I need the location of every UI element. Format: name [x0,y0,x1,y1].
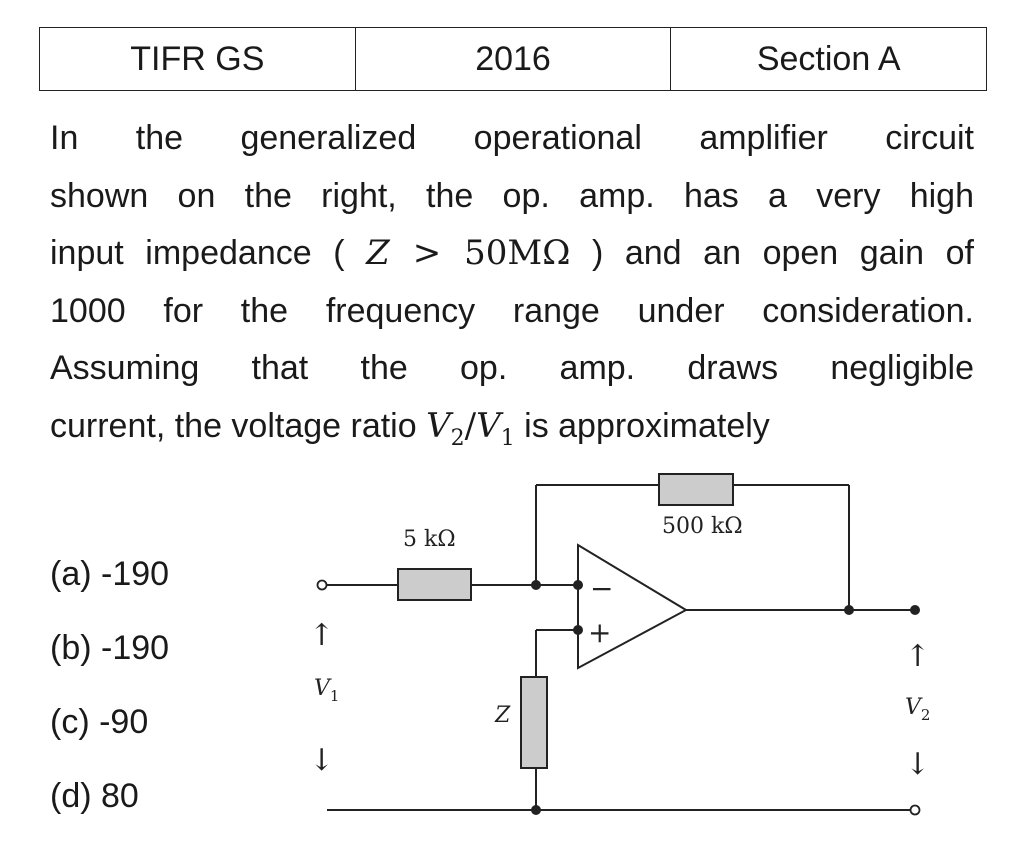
option-b[interactable]: (b) -190 [50,627,169,701]
v1-label-subscript: 1 [330,687,340,705]
output-terminal [910,605,920,615]
question-line-2: shown on the right, the op. amp. has a v… [50,176,974,215]
feedback-resistor-label: 500 kΩ [662,514,743,539]
option-a-label: (a) [50,555,92,593]
v2-down-arrow: ↓ [905,747,930,782]
option-d-value: 80 [91,777,139,815]
ratio-slash: / [464,405,477,446]
v2-subscript: 2 [450,425,465,451]
question-line-4: 1000 for the frequency range under consi… [50,291,974,330]
v2-label-symbol: V [905,695,923,720]
junction-feedback-node [531,580,541,590]
opamp-circuit-diagram: 5 kΩ 500 kΩ Z − + ↑ V1 ↓ ↑ V2 ↓ [309,473,930,816]
exam-header-table: TIFR GS 2016 Section A [39,27,987,91]
option-c[interactable]: (c) -90 [50,701,169,775]
v2-label: V2 [905,695,930,724]
opamp-triangle [577,543,689,670]
feedback-resistor [658,473,734,506]
minus-sign: − [590,572,613,605]
question-line-6-end: is approximately [514,406,770,445]
v1-label-symbol: V [314,676,332,701]
v2-symbol: V [426,405,451,446]
option-b-label: (b) [50,629,92,667]
question-line-1: In the generalized operational amplifier… [50,119,974,157]
option-a[interactable]: (a) -190 [50,553,169,627]
circuit-wires [327,484,915,811]
exam-year-cell: 2016 [356,28,672,90]
answer-options: (a) -190 (b) -190 (c) -90 (d) 80 [50,553,169,849]
question-line-3-start: input impedance ( [50,234,345,272]
option-c-label: (c) [50,703,90,741]
v2-label-subscript: 2 [921,706,931,724]
junction-ground-node [531,805,541,815]
question-line-5: Assuming that the op. amp. draws negligi… [50,349,974,387]
option-c-value: -90 [99,703,149,741]
option-b-value: -190 [101,629,170,667]
input-resistor [397,568,472,601]
inverting-input-dot [573,580,583,590]
option-a-value: -190 [101,555,170,593]
question-line-6: current, the voltage ratio V2/V1 is appr… [50,398,974,456]
v1-symbol: V [476,405,501,446]
impedance-condition: > 50MΩ [389,233,571,273]
ground-impedance-label: Z [494,703,511,728]
exam-section-cell: Section A [756,39,901,78]
question-line-3-end: ) and an open gain of [591,234,974,272]
option-d-label: (d) [50,777,92,815]
noninverting-input-dot [573,625,583,635]
ground-impedance [520,676,548,769]
exam-name-cell: TIFR GS [40,28,356,90]
junction-output-node [844,605,854,615]
option-d[interactable]: (d) 80 [50,775,169,849]
v1-up-arrow: ↑ [309,618,334,653]
question-line-3: input impedance ( Z > 50MΩ ) and an open… [50,225,974,283]
output-ground-terminal [909,804,921,816]
impedance-symbol: Z [366,233,390,273]
input-resistor-label: 5 kΩ [403,527,456,552]
v2-up-arrow: ↑ [905,639,930,674]
v1-down-arrow: ↓ [309,743,334,778]
question-line-6-start: current, the voltage ratio [50,406,427,445]
question-text: In the generalized operational amplifier… [50,110,974,455]
plus-sign: + [588,616,611,649]
input-terminal [316,579,328,591]
v1-subscript: 1 [500,425,515,451]
v1-label: V1 [314,676,339,705]
